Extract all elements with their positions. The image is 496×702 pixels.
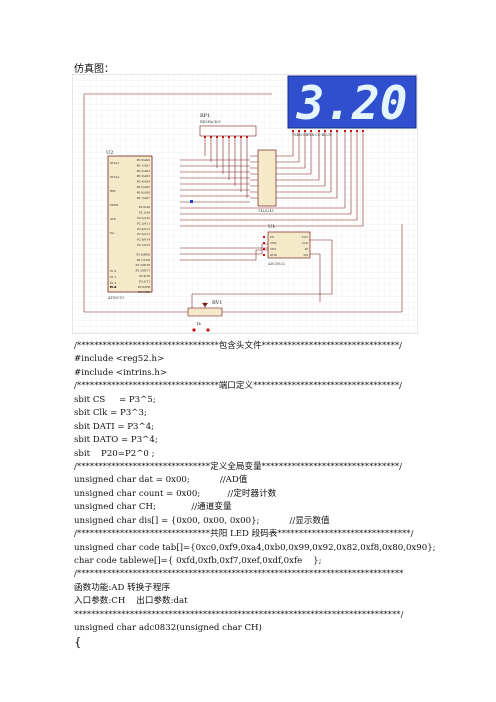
code-line: sbit DATI = P3^4;: [74, 421, 155, 432]
code-line: char code tablewe[]={ 0xfd,0xfb,0xf7,0xe…: [74, 556, 322, 566]
u2-pin-label: P2.1/A9: [139, 211, 150, 215]
respack-rp1: RP1 RESPACK-8: [199, 113, 257, 138]
u2-pin-label: EA: [110, 231, 115, 235]
code-line: sbit Clk = P3^3;: [74, 408, 147, 419]
code-line: unsigned char count = 0x00; //定时器计数: [74, 488, 277, 499]
display-digits: 3.20: [296, 76, 408, 130]
u2-pin-label: P2.2/A10: [137, 216, 150, 220]
svg-text:RESPACK-8: RESPACK-8: [200, 120, 221, 124]
u1-pin-label: DO: [303, 253, 308, 257]
code-line: unsigned char code tab[]={0xc0,0xf9,0xa4…: [74, 542, 436, 553]
potentiometer-rv1: RV1 1k: [187, 300, 222, 332]
code-line: sbit CS = P3^5;: [74, 394, 156, 405]
u2-pin-label: P2.5/A13: [137, 232, 150, 236]
wires: [83, 93, 403, 313]
source-code-listing: /*********************************包含头文件*…: [74, 340, 436, 649]
u2-pin-label: PSEN: [110, 203, 119, 207]
u2-pin-label: RST: [110, 189, 116, 193]
u2-pin-label: P1.5: [110, 285, 117, 289]
code-line: 入口参数:CH 出口参数:dat: [74, 596, 188, 607]
code-line: sbit P20=P2^0 ;: [74, 448, 155, 459]
u2-pin-label: P0.4/AD4: [137, 180, 151, 184]
u1-pin-label: DI: [305, 247, 308, 251]
u2-pin-label: P3.7/RD: [138, 290, 150, 294]
u2-pin-label: P3.1/TXD: [137, 258, 151, 262]
page-caption: 仿真图：: [74, 64, 114, 75]
code-line: ****************************************…: [74, 609, 404, 620]
svg-text:RP1: RP1: [200, 113, 210, 119]
code-line: 函数功能:AD 转换子程序: [74, 582, 171, 593]
u2-pin-label: P0.7/AD7: [137, 196, 151, 200]
svg-text:1k: 1k: [196, 321, 202, 326]
svg-text:AT89C51: AT89C51: [107, 296, 124, 300]
code-line: unsigned char dat = 0x00; //AD值: [74, 475, 248, 486]
u2-pin-label: P3.6/WR: [138, 285, 151, 289]
u1-pin-label: CS: [270, 235, 274, 239]
code-line: /***************************************…: [74, 569, 404, 580]
proteus-schematic: 3.20 7SEG-MPX4-CC-BLUE RP1 RESPACK-8 74L…: [72, 74, 418, 334]
code-line: {: [74, 634, 82, 649]
u1-pin-label: VCC: [301, 235, 308, 239]
u2-pin-label: P2.6/A14: [137, 238, 150, 242]
code-line: /*******************************共阳 LED 段…: [74, 529, 414, 540]
svg-text:U1: U1: [268, 224, 275, 230]
code-line: /*******************************定义全局变量**…: [74, 461, 403, 472]
code-line: #include <intrins.h>: [74, 367, 168, 378]
u2-pin-label: P1.1: [110, 275, 117, 279]
u2-pin-label: P1.2: [110, 281, 117, 285]
code-line: #include <reg52.h>: [74, 354, 165, 365]
u2-pin-label: XTAL1: [110, 161, 120, 165]
u2-pin-label: P0.6/AD6: [137, 190, 151, 194]
u2-pin-label: P0.5/AD5: [137, 185, 151, 189]
u2-pin-label: P3.3/INT1: [136, 269, 151, 273]
u2-pin-label: P2.7/A15: [137, 243, 150, 247]
u2-pin-label: P0.3/AD3: [137, 174, 151, 178]
u2-right-pins: P0.0/AD0P0.1/AD1P0.2/AD2P0.3/AD3P0.4/AD4…: [136, 158, 151, 294]
u2-pin-label: P3.5/T1: [139, 279, 150, 283]
u2-pin-label: P2.4/A12: [137, 227, 150, 231]
chip-u3: 74LS245: [250, 149, 284, 213]
u1-pin-label: GND: [270, 253, 278, 257]
code-line: unsigned char CH; //通道变量: [74, 502, 232, 513]
u2-pin-label: P0.1/AD1: [137, 163, 151, 167]
code-line: /*********************************端口定义**…: [74, 381, 403, 392]
u2-pin-label: P0.0/AD0: [137, 158, 151, 162]
svg-text:74LS245: 74LS245: [258, 209, 274, 213]
svg-text:U2: U2: [106, 150, 113, 156]
u2-pin-label: P1.4: [110, 285, 117, 289]
code-line: unsigned char dis[] = {0x00, 0x00, 0x00}…: [74, 515, 330, 526]
display-part-label: 7SEG-MPX4-CC-BLUE: [292, 133, 332, 137]
u2-pin-label: P3.0/RXD: [136, 252, 150, 256]
u2-pin-label: P1.3: [110, 285, 117, 289]
u2-pin-label: P3.2/INT0: [136, 263, 151, 267]
u2-pin-label: P2.0/A8: [139, 205, 150, 209]
code-line: unsigned char adc0832(unsigned char CH): [74, 623, 262, 634]
seven-segment-display: 3.20 7SEG-MPX4-CC-BLUE: [287, 75, 417, 137]
u2-pin-label: P1.0: [110, 269, 117, 273]
u2-pin-label: ALE: [109, 217, 116, 221]
u1-pin-label: CH1: [270, 247, 277, 251]
u2-pin-label: XTAL2: [110, 175, 120, 179]
u2-pin-label: P3.4/T0: [139, 274, 150, 278]
code-line: sbit DATO = P3^4;: [74, 435, 158, 446]
u2-pin-label: P0.2/AD2: [137, 169, 151, 173]
u1-pin-label: CH0: [270, 241, 277, 245]
u2-pin-label: P1.6: [110, 285, 117, 289]
svg-text:RV1: RV1: [212, 300, 222, 306]
u2-pin-label: P1.7: [110, 285, 117, 289]
u1-pin-label: CLK: [302, 241, 309, 245]
svg-text:ADC0832: ADC0832: [267, 262, 285, 266]
code-line: /*********************************包含头文件*…: [74, 341, 403, 351]
u2-pin-label: P2.3/A11: [137, 221, 150, 225]
